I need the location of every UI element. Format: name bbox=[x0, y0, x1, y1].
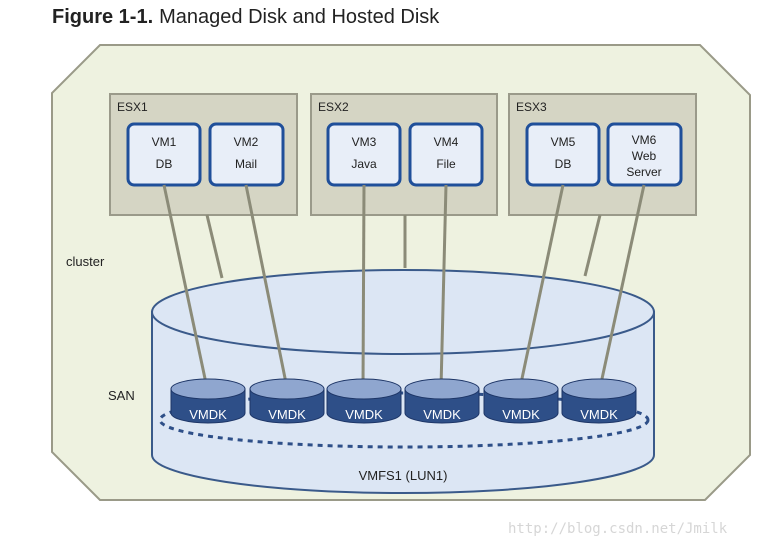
vm-box bbox=[606, 122, 683, 187]
san-label: SAN bbox=[108, 388, 135, 403]
datastore-dashed-ring bbox=[158, 391, 650, 449]
vmdk-top bbox=[170, 378, 246, 400]
vm-vm2: VM2 Mail bbox=[208, 122, 285, 187]
vm-name: VM4 bbox=[434, 135, 459, 149]
cylinder-body bbox=[151, 311, 655, 494]
vm-name: VM2 bbox=[234, 135, 259, 149]
vmdk-label: VMDK bbox=[423, 407, 461, 422]
vmfs-label: VMFS1 (LUN1) bbox=[359, 468, 448, 483]
vm-vm6: VM6 Web Server bbox=[606, 122, 683, 187]
vmdk-disk: VMDK bbox=[483, 378, 559, 424]
vmdk-disk: VMDK bbox=[404, 378, 480, 424]
figure-number: Figure 1-1. bbox=[52, 6, 154, 28]
vm-box bbox=[525, 122, 601, 187]
vm-vm5: VM5 DB bbox=[525, 122, 601, 187]
host-link-esx3 bbox=[583, 214, 602, 277]
vmdk-disk: VMDK bbox=[170, 378, 246, 424]
figure-caption: Managed Disk and Hosted Disk bbox=[159, 6, 440, 28]
vmdk-disk: VMDK bbox=[249, 378, 325, 424]
vmdk-top bbox=[561, 378, 637, 400]
vmdk-top bbox=[249, 378, 325, 400]
vmdk-top bbox=[404, 378, 480, 400]
vm-role: DB bbox=[156, 157, 173, 171]
host-label: ESX1 bbox=[117, 100, 148, 114]
vm-role: DB bbox=[555, 157, 572, 171]
vmdk-label: VMDK bbox=[345, 407, 383, 422]
vm-role: File bbox=[436, 157, 456, 171]
cylinder-top bbox=[151, 269, 655, 355]
vmdk-disk: VMDK bbox=[326, 378, 402, 424]
vm-box bbox=[208, 122, 285, 187]
vm-link-vm6 bbox=[598, 184, 646, 389]
vm-name: VM6 bbox=[632, 133, 657, 147]
vm-link-vm1 bbox=[162, 184, 209, 389]
vm-box bbox=[326, 122, 402, 187]
cluster-label: cluster bbox=[66, 254, 105, 269]
vm-link-vm2 bbox=[244, 184, 289, 389]
vm-box bbox=[408, 122, 484, 187]
vm-role: Web bbox=[632, 149, 657, 163]
vm-link-vm4 bbox=[439, 184, 448, 389]
vm-role-line2: Server bbox=[626, 165, 661, 179]
vmdk-label: VMDK bbox=[580, 407, 618, 422]
vm-role: Mail bbox=[235, 157, 257, 171]
vm-box bbox=[126, 122, 202, 187]
vm-vm1: VM1 DB bbox=[126, 122, 202, 187]
figure-title: Figure 1-1.Managed Disk and Hosted Disk bbox=[52, 6, 439, 29]
vm-name: VM3 bbox=[352, 135, 377, 149]
vm-name: VM5 bbox=[551, 135, 576, 149]
vm-role: Java bbox=[351, 157, 377, 171]
vmdk-label: VMDK bbox=[268, 407, 306, 422]
vm-vm4: VM4 File bbox=[408, 122, 484, 187]
host-link-esx1 bbox=[205, 214, 224, 279]
vmdk-top bbox=[326, 378, 402, 400]
vm-vm3: VM3 Java bbox=[326, 122, 402, 187]
vmfs-lun-cylinder bbox=[151, 269, 655, 494]
host-label: ESX2 bbox=[318, 100, 349, 114]
watermark: http://blog.csdn.net/Jmilk bbox=[508, 521, 728, 537]
vmdk-disk: VMDK bbox=[561, 378, 637, 424]
vm-link-vm5 bbox=[518, 184, 565, 389]
vmdk-top bbox=[483, 378, 559, 400]
host-label: ESX3 bbox=[516, 100, 547, 114]
vm-link-vm3 bbox=[361, 184, 366, 389]
vmdk-label: VMDK bbox=[189, 407, 227, 422]
vmdk-label: VMDK bbox=[502, 407, 540, 422]
vm-name: VM1 bbox=[152, 135, 177, 149]
